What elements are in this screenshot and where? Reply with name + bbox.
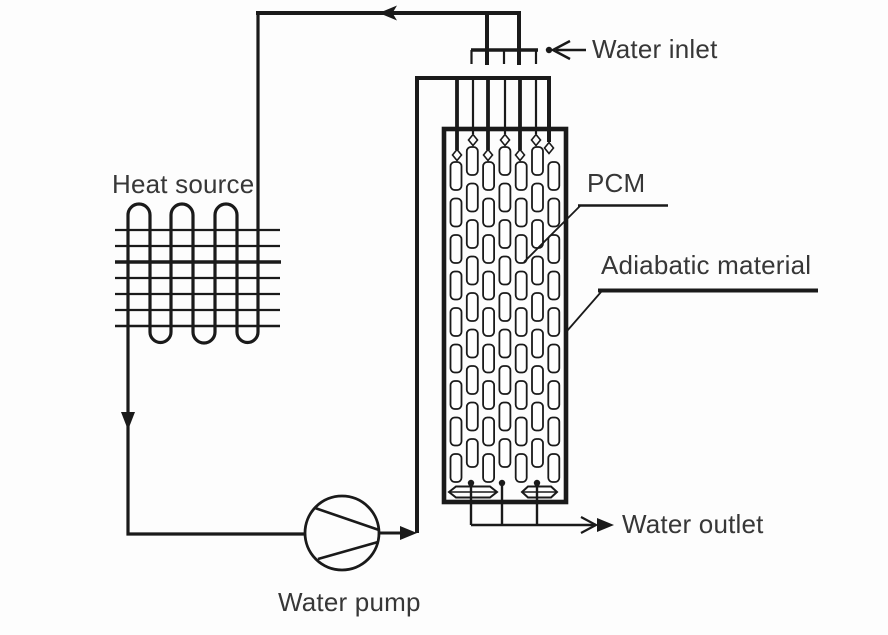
pcm-capsule bbox=[531, 438, 544, 468]
pcm-capsule bbox=[449, 234, 463, 264]
pcm-capsule bbox=[547, 307, 561, 337]
flow-arrow-left-icon bbox=[379, 5, 397, 21]
inlet-nozzle-tips bbox=[451, 133, 555, 162]
pcm-capsules bbox=[449, 146, 561, 483]
pcm-capsule bbox=[449, 197, 463, 228]
heat-source-coil bbox=[121, 13, 305, 536]
pcm-capsule bbox=[482, 234, 496, 264]
pcm-label: PCM bbox=[587, 168, 646, 198]
water-outlet-arrow-icon bbox=[580, 516, 614, 534]
pcm-capsule bbox=[498, 182, 512, 213]
pcm-capsule bbox=[482, 270, 496, 301]
pcm-capsule bbox=[498, 146, 512, 176]
pcm-capsule bbox=[547, 270, 561, 301]
pcm-capsule bbox=[498, 401, 512, 432]
pcm-capsule bbox=[531, 365, 544, 395]
pcm-capsule bbox=[465, 401, 479, 432]
pcm-capsule bbox=[498, 438, 512, 468]
pcm-capsule bbox=[547, 234, 561, 264]
pcm-capsule bbox=[531, 146, 544, 176]
pcm-capsule bbox=[547, 343, 561, 374]
pcm-capsule bbox=[449, 307, 463, 337]
pcm-capsule bbox=[465, 365, 479, 395]
pcm-capsule bbox=[482, 307, 496, 337]
pcm-capsule bbox=[514, 380, 528, 410]
flow-arrow-right-icon bbox=[400, 526, 417, 540]
pcm-capsule bbox=[482, 161, 496, 191]
pcm-capsule bbox=[482, 343, 496, 374]
pcm-capsule bbox=[498, 219, 512, 249]
pcm-capsule bbox=[465, 292, 479, 322]
pcm-capsule bbox=[547, 380, 561, 410]
adiabatic-material-label: Adiabatic material bbox=[601, 250, 812, 280]
pump-riser-and-header bbox=[415, 76, 551, 533]
pcm-capsule bbox=[514, 234, 528, 264]
water-pump-label: Water pump bbox=[278, 587, 421, 617]
pcm-capsule bbox=[449, 416, 463, 447]
pcm-capsule bbox=[514, 197, 528, 228]
pcm-capsule bbox=[465, 255, 479, 286]
heat-source-label: Heat source bbox=[112, 169, 255, 199]
pcm-capsule bbox=[531, 292, 544, 322]
pcm-capsule bbox=[465, 182, 479, 213]
pcm-capsule bbox=[449, 161, 463, 191]
water-inlet-arrow-icon bbox=[545, 39, 586, 61]
pcm-capsule bbox=[498, 292, 512, 322]
pcm-capsule bbox=[547, 197, 561, 228]
pcm-capsule bbox=[514, 453, 528, 483]
pcm-capsule bbox=[547, 416, 561, 447]
top-return-pipe bbox=[256, 5, 518, 21]
pcm-capsule bbox=[547, 161, 561, 191]
water-outlet-label: Water outlet bbox=[622, 509, 764, 539]
water-inlet-header bbox=[470, 11, 586, 65]
pcm-capsule bbox=[465, 438, 479, 468]
pcm-capsule bbox=[482, 197, 496, 228]
storage-tank-shell bbox=[441, 126, 569, 505]
pcm-capsule bbox=[531, 182, 544, 213]
pcm-capsule bbox=[531, 255, 544, 286]
pcm-capsule bbox=[514, 270, 528, 301]
pcm-capsule bbox=[531, 401, 544, 432]
pcm-capsule bbox=[482, 416, 496, 447]
heat-source-fins bbox=[115, 228, 281, 328]
pcm-capsule bbox=[465, 219, 479, 249]
water-pump-symbol bbox=[303, 494, 417, 572]
pcm-capsule bbox=[482, 380, 496, 410]
pcm-capsule bbox=[498, 255, 512, 286]
pcm-capsule bbox=[514, 343, 528, 374]
pcm-capsule bbox=[465, 146, 479, 176]
adiabatic-leader-line bbox=[566, 291, 602, 332]
pcm-leader-line bbox=[523, 205, 581, 263]
pcm-capsule bbox=[465, 328, 479, 359]
water-outlet-collector bbox=[447, 479, 614, 534]
pcm-capsule bbox=[449, 270, 463, 301]
pcm-capsule bbox=[514, 307, 528, 337]
flow-arrow-down-icon bbox=[121, 412, 135, 430]
pcm-capsule bbox=[449, 380, 463, 410]
water-inlet-label: Water inlet bbox=[592, 34, 718, 64]
pcm-capsule bbox=[514, 161, 528, 191]
pcm-capsule bbox=[498, 328, 512, 359]
pcm-capsule bbox=[449, 343, 463, 374]
pcm-capsule bbox=[449, 453, 463, 483]
adiabatic-callout bbox=[566, 288, 818, 332]
pcm-capsule bbox=[482, 453, 496, 483]
pcm-capsule bbox=[531, 328, 544, 359]
pcm-capsule bbox=[547, 453, 561, 483]
pcm-capsule bbox=[514, 416, 528, 447]
pcm-callout bbox=[523, 204, 668, 263]
pcm-capsule bbox=[498, 365, 512, 395]
